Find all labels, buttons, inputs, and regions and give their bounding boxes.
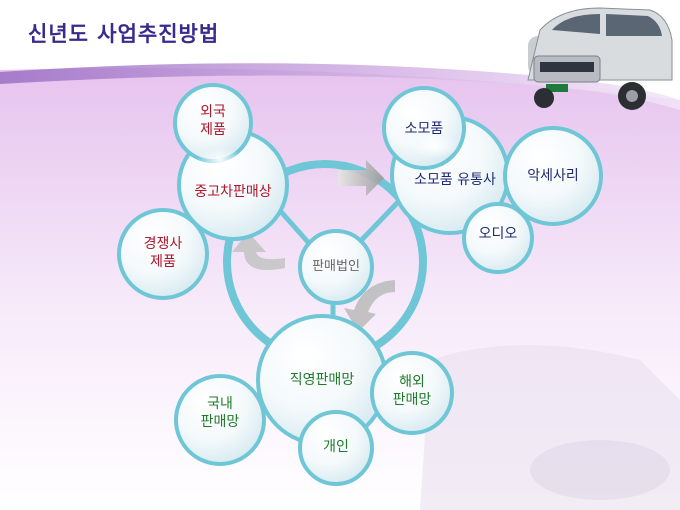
supplies-distributor-node-label: 소모품 유통사	[414, 172, 496, 188]
individual-node-label: 개인	[323, 439, 349, 455]
supplies-node-label: 소모품	[404, 121, 444, 137]
arrow-down-icon	[344, 280, 395, 332]
used-dealer-node-label: 중고차판매상	[194, 184, 272, 200]
suv-photo	[527, 7, 673, 110]
audio-node-label: 오디오	[478, 226, 518, 242]
page-title: 신년도 사업추진방법	[28, 22, 220, 46]
arrow-right-icon	[338, 160, 384, 196]
direct-sales-node-label: 직영판매망	[289, 372, 355, 388]
accessory-node-label: 악세사리	[527, 168, 579, 184]
arrow-left-icon	[232, 232, 285, 270]
center-node-label: 판매법인	[312, 259, 360, 274]
